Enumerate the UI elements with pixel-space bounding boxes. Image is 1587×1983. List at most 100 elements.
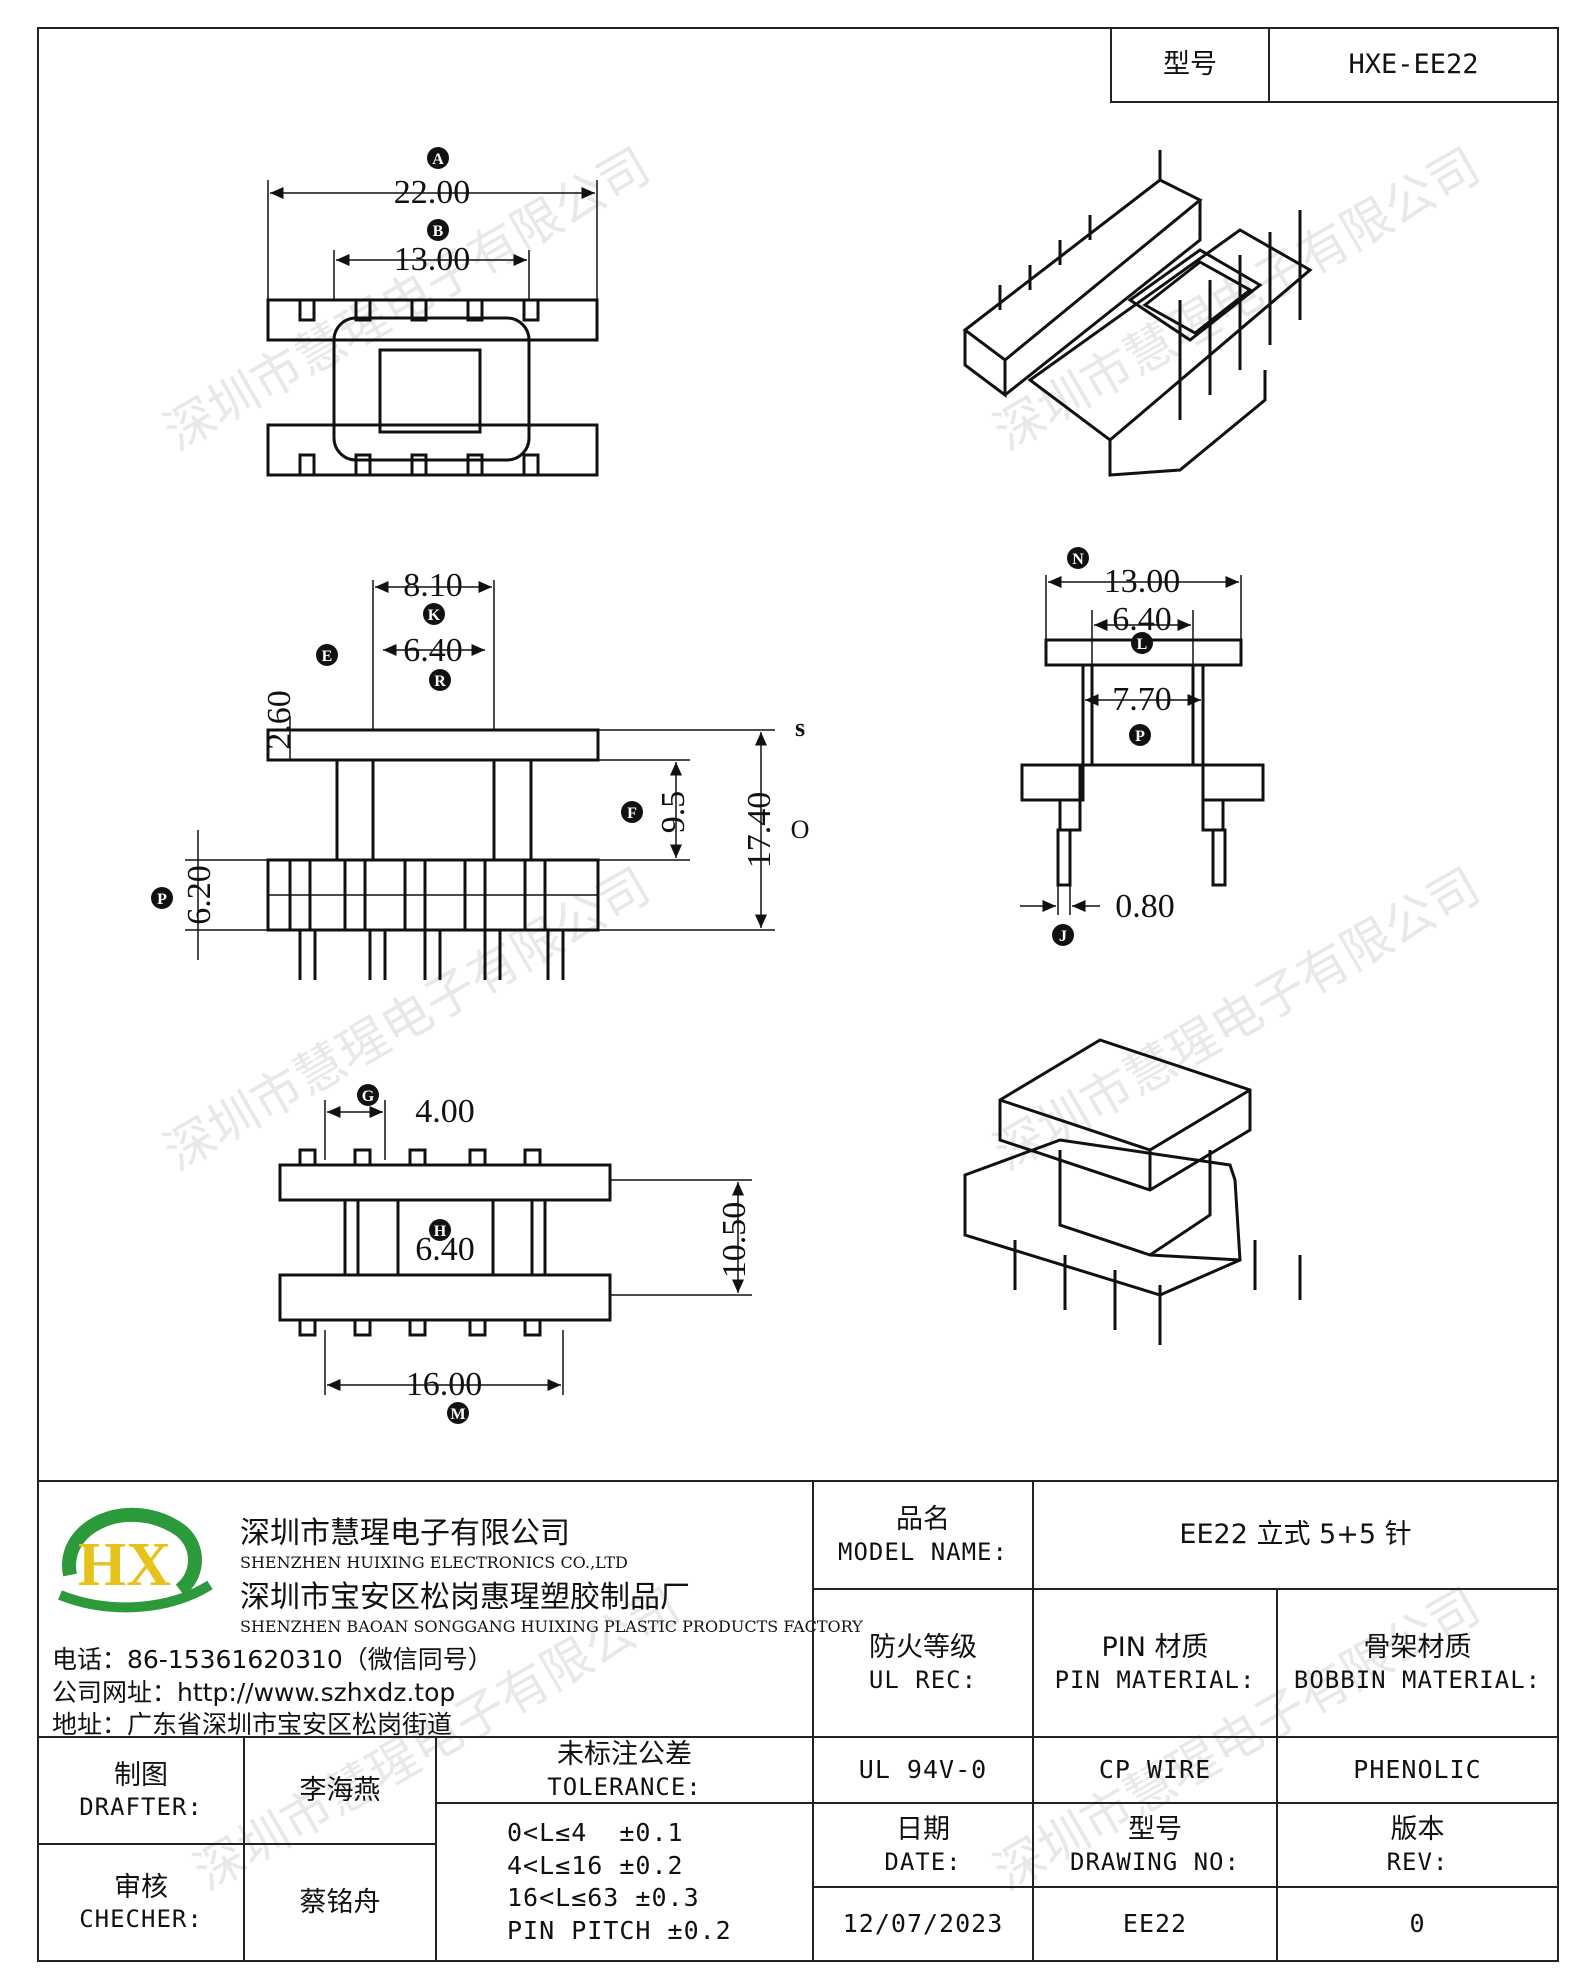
checker-en: CHECHER: (79, 1905, 203, 1934)
tolerance-label-cell: 未标注公差 TOLERANCE: (435, 1736, 814, 1804)
marker-P-front: P (151, 887, 173, 909)
marker-M: M (447, 1402, 469, 1424)
svg-text:P: P (1135, 728, 1145, 745)
rev-cn: 版本 (1390, 1814, 1445, 1846)
front-view (185, 580, 775, 980)
marker-H: H (429, 1219, 451, 1241)
dim-F-value: 9.5 (655, 791, 692, 834)
tolerance-line-1: 0<L≤4 ±0.1 (507, 1818, 684, 1847)
pin-material-en: PIN MATERIAL: (1054, 1665, 1256, 1694)
checker-label-cell: 审核 CHECHER: (37, 1843, 245, 1962)
dim-S-label: s (795, 713, 805, 742)
drafter-cn: 制图 (114, 1759, 168, 1791)
company-address: 地址：广东省深圳市宝安区松岗街道 (52, 1710, 453, 1739)
bobbin-material-cn: 骨架材质 (1363, 1632, 1472, 1664)
model-name-cn: 品名 (896, 1504, 950, 1536)
dim-M-value: 16.00 (406, 1366, 483, 1403)
checker-name-cell: 蔡铭舟 (243, 1843, 437, 1962)
drawing-no-en: DRAWING NO: (1070, 1847, 1240, 1876)
isometric-view-top (962, 150, 1313, 477)
drawing-no-value-cell: EE22 (1032, 1886, 1278, 1962)
tolerance-line-4: PIN PITCH ±0.2 (507, 1915, 732, 1945)
svg-text:A: A (432, 151, 444, 168)
company-website[interactable]: 公司网址：http://www.szhxdz.top (52, 1678, 456, 1707)
drawing-no-label-cell: 型号 DRAWING NO: (1032, 1802, 1278, 1888)
tolerance-line-3: 16<L≤63 ±0.3 (507, 1883, 700, 1912)
model-value: HXE-EE22 (1348, 49, 1479, 81)
date-value: 12/07/2023 (842, 1909, 1004, 1939)
marker-R: R (429, 669, 451, 691)
tolerance-line-2: 4<L≤16 ±0.2 (507, 1850, 684, 1880)
pin-material-label-cell: PIN 材质 PIN MATERIAL: (1032, 1588, 1278, 1738)
factory-name-en: SHENZHEN BAOAN SONGGANG HUIXING PLASTIC … (240, 1617, 863, 1636)
checker-name: 蔡铭舟 (299, 1886, 381, 1918)
top-view (266, 180, 599, 477)
drafter-name: 李海燕 (299, 1774, 381, 1806)
rev-value: 0 (1409, 1909, 1426, 1939)
technical-drawing: 22.00 13.00 8.10 6.40 2.60 9.5 17.40 6.2… (151, 147, 1313, 1424)
svg-text:J: J (1059, 928, 1067, 945)
marker-L: L (1131, 632, 1153, 654)
svg-text:G: G (362, 1088, 375, 1105)
drafter-label-cell: 制图 DRAFTER: (37, 1736, 245, 1845)
model-value-cell: HXE-EE22 (1268, 27, 1559, 103)
svg-text:F: F (627, 805, 637, 822)
svg-text:B: B (433, 223, 444, 240)
marker-A: A (427, 147, 449, 169)
drafter-en: DRAFTER: (79, 1793, 203, 1822)
svg-text:M: M (450, 1406, 465, 1423)
dim-O-label: O (791, 815, 810, 844)
dim-A-value: 22.00 (394, 174, 471, 211)
side-view (1020, 575, 1265, 915)
date-en: DATE: (884, 1847, 962, 1876)
dimension-labels: 22.00 13.00 8.10 6.40 2.60 9.5 17.40 6.2… (181, 174, 1180, 1403)
company-name-cn: 深圳市慧瑆电子有限公司 (240, 1516, 570, 1551)
drawing-no-cn: 型号 (1128, 1814, 1182, 1846)
model-name-value-cell: EE22 立式 5+5 针 (1032, 1480, 1559, 1590)
rev-label-cell: 版本 REV: (1276, 1802, 1559, 1888)
dim-D-value: 10.50 (716, 1202, 753, 1279)
dim-O-value: 17.40 (741, 792, 778, 869)
dim-G-value: 4.00 (415, 1093, 475, 1130)
bobbin-material-en: BOBBIN MATERIAL: (1293, 1665, 1542, 1694)
company-phone: 电话：86-15361620310（微信同号） (52, 1645, 493, 1674)
dim-N-value: 13.00 (1104, 563, 1181, 600)
pin-material-value-cell: CP WIRE (1032, 1736, 1278, 1804)
ul-en: UL REC: (868, 1665, 978, 1694)
ul-label-cell: 防火等级 UL REC: (812, 1588, 1034, 1738)
marker-J: J (1052, 924, 1074, 946)
model-name-label-cell: 品名 MODEL NAME: (812, 1480, 1034, 1590)
marker-F: F (621, 801, 643, 823)
model-name-value: EE22 立式 5+5 针 (1179, 1519, 1412, 1551)
model-name-en: MODEL NAME: (838, 1537, 1008, 1566)
drawing-no-value: EE22 (1122, 1909, 1188, 1939)
marker-G: G (357, 1084, 379, 1106)
company-logo: HX (58, 1507, 213, 1613)
date-value-cell: 12/07/2023 (812, 1886, 1034, 1962)
drafter-name-cell: 李海燕 (243, 1736, 437, 1845)
dim-P-front-value: 6.20 (181, 865, 218, 925)
pin-material-cn: PIN 材质 (1101, 1632, 1209, 1664)
svg-text:R: R (434, 673, 446, 690)
bottom-view (278, 1100, 752, 1395)
svg-text:P: P (157, 891, 167, 908)
marker-N: N (1067, 547, 1089, 569)
factory-name-cn: 深圳市宝安区松岗惠瑆塑胶制品厂 (240, 1580, 690, 1615)
dim-P-side-value: 7.70 (1112, 681, 1172, 718)
logo-letters: HX (78, 1531, 171, 1599)
dim-J-value: 0.80 (1115, 888, 1175, 925)
dim-E-value: 2.60 (261, 690, 298, 750)
dim-B-value: 13.00 (394, 241, 471, 278)
company-name-en: SHENZHEN HUIXING ELECTRONICS CO.,LTD (240, 1553, 628, 1572)
reference-markers: A B K R E F P N L P J G H M (151, 147, 1153, 1424)
marker-E: E (316, 644, 338, 666)
isometric-view-bottom (963, 1038, 1302, 1345)
bobbin-material-label-cell: 骨架材质 BOBBIN MATERIAL: (1276, 1588, 1559, 1738)
date-cn: 日期 (896, 1814, 950, 1846)
dim-R-value: 6.40 (403, 632, 463, 669)
date-label-cell: 日期 DATE: (812, 1802, 1034, 1888)
checker-cn: 审核 (114, 1871, 168, 1903)
svg-text:H: H (434, 1223, 447, 1240)
bobbin-material-value: PHENOLIC (1353, 1755, 1482, 1785)
ul-value-cell: UL 94V-0 (812, 1736, 1034, 1804)
